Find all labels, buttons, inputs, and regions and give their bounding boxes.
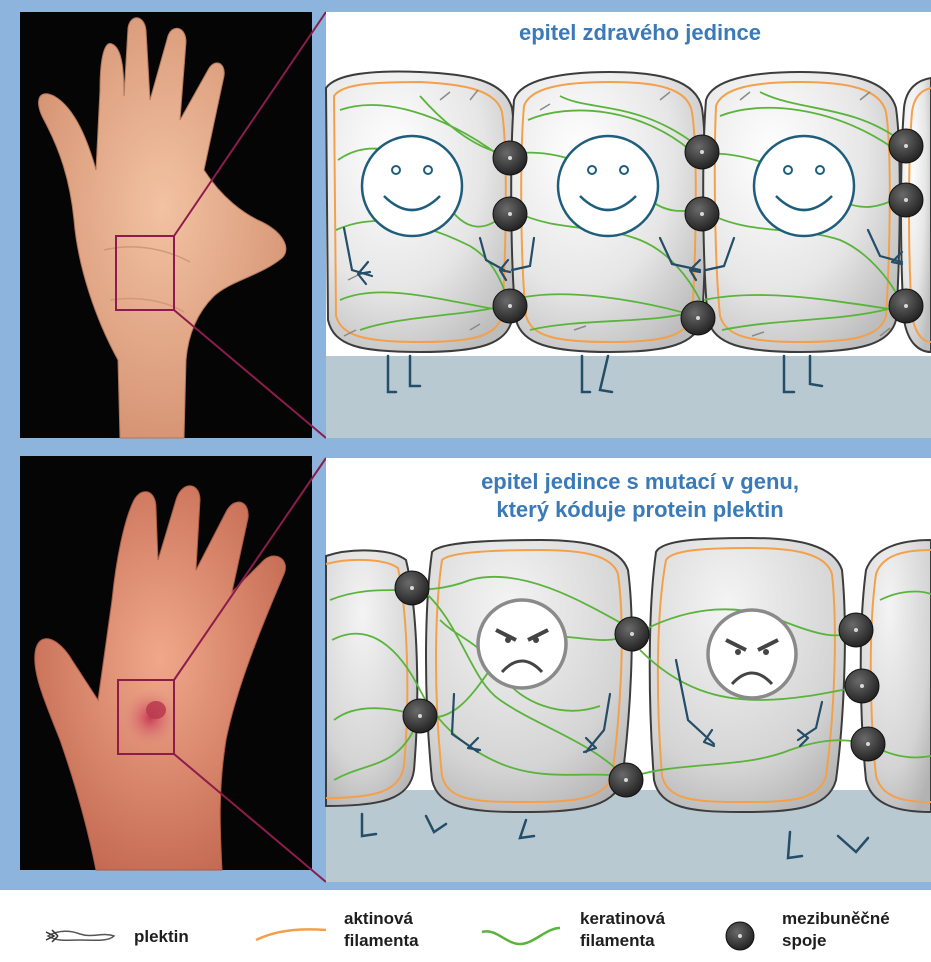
legend-actin-line1: aktinová	[344, 909, 414, 928]
legend-junction-line1: mezibuněčné	[782, 909, 890, 928]
mutant-epithelium-panel: epitel jedince s mutací v genu, který kó…	[326, 458, 931, 882]
legend-keratin-line1: keratinová	[580, 909, 666, 928]
legend-plectin-label: plektin	[134, 927, 189, 946]
healthy-hand-photo	[20, 12, 312, 438]
angry-face-2	[708, 610, 796, 698]
angry-face-1	[478, 600, 566, 688]
healthy-panel-title: epitel zdravého jedince	[519, 20, 761, 45]
happy-face-3	[754, 136, 854, 236]
legend-actin-line2: filamenta	[344, 931, 419, 950]
mutant-panel-title-line1: epitel jedince s mutací v genu,	[481, 469, 799, 494]
mutant-substrate	[326, 790, 931, 882]
legend-junction-line2: spoje	[782, 931, 826, 950]
mutant-panel-title-line2: který kóduje protein plektin	[496, 497, 783, 522]
happy-face-2	[558, 136, 658, 236]
diseased-hand-photo	[20, 456, 312, 870]
happy-face-1	[362, 136, 462, 236]
legend-keratin-line2: filamenta	[580, 931, 655, 950]
healthy-epithelium-panel: epitel zdravého jedince	[326, 12, 931, 438]
healthy-substrate	[326, 356, 931, 438]
